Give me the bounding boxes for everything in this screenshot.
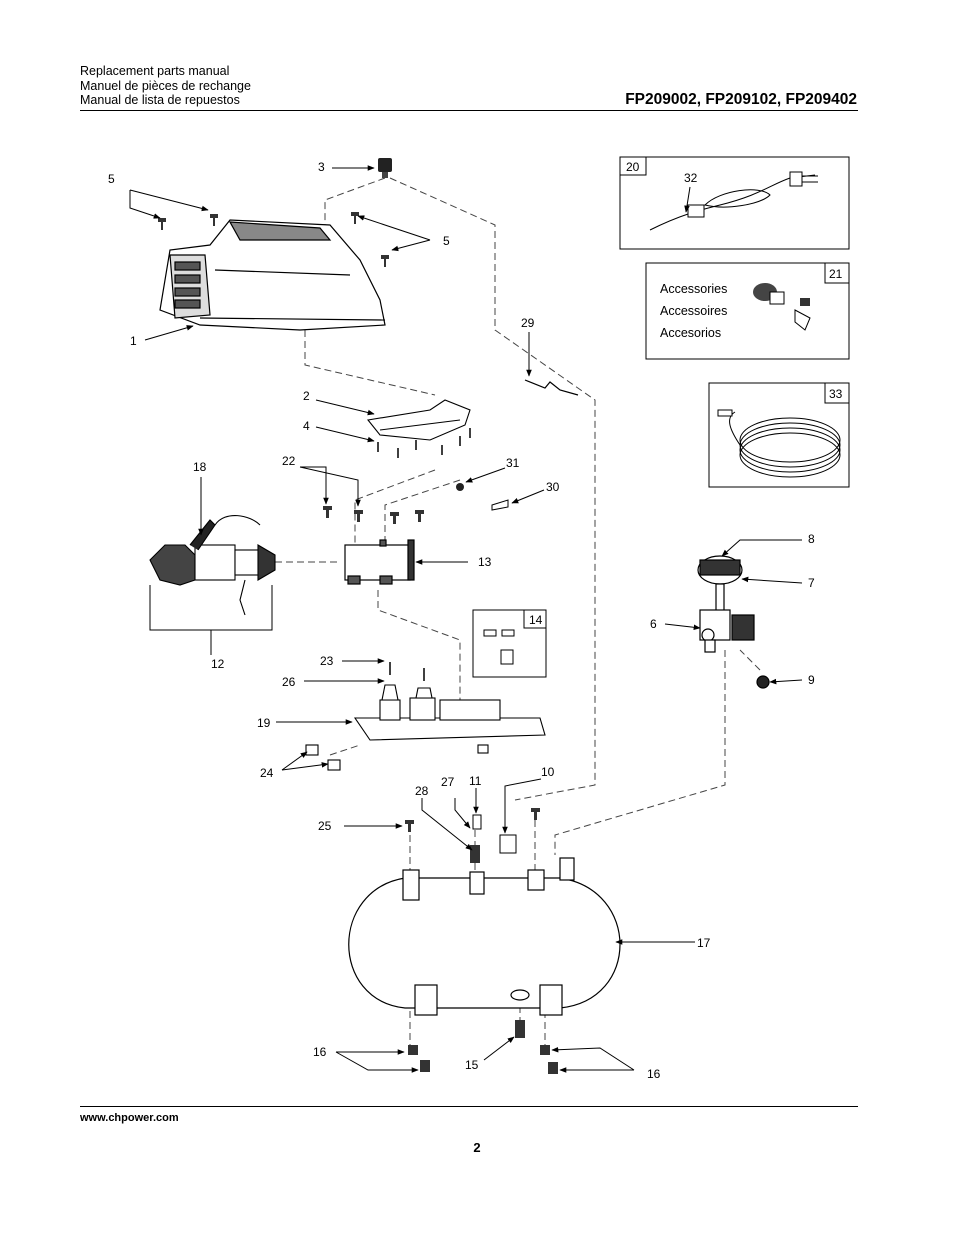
part21-box xyxy=(645,262,850,360)
callout-13: 13 xyxy=(478,555,492,569)
callout-28: 28 xyxy=(415,784,429,798)
callout-23: 23 xyxy=(320,654,334,668)
callout-32: 32 xyxy=(684,171,698,185)
callout-16b: 16 xyxy=(647,1067,661,1081)
accessories-fr: Accessoires xyxy=(660,304,727,318)
valve-parts xyxy=(456,483,509,511)
base-screws xyxy=(389,662,425,681)
manual-title-block: Replacement parts manual Manuel de pièce… xyxy=(80,64,251,108)
callout-3: 3 xyxy=(318,160,325,174)
callout-33: 33 xyxy=(829,387,843,401)
footer-rule xyxy=(80,1106,858,1107)
base-plate xyxy=(305,684,546,771)
callout-5b: 5 xyxy=(443,234,450,248)
gauge-valve-assembly xyxy=(697,555,770,689)
tube xyxy=(524,379,579,396)
callout-21: 21 xyxy=(829,267,843,281)
callout-16a: 16 xyxy=(313,1045,327,1059)
motor-bracket-line xyxy=(149,585,273,655)
manual-title-en: Replacement parts manual xyxy=(80,64,230,78)
cover-screws xyxy=(158,212,389,267)
accessories-es: Accesorios xyxy=(660,326,721,340)
callout-11: 11 xyxy=(469,774,482,788)
tank-fittings xyxy=(405,808,558,1074)
pump-head xyxy=(344,539,415,585)
shroud-cover xyxy=(159,219,386,331)
callout-31: 31 xyxy=(506,456,520,470)
callout-15: 15 xyxy=(465,1058,479,1072)
bracket-screws xyxy=(377,428,471,458)
leader-arrows xyxy=(129,165,803,1073)
callout-9: 9 xyxy=(808,673,815,687)
callout-17: 17 xyxy=(697,936,711,950)
callout-labels: 5 3 5 1 29 2 4 18 22 31 30 13 12 14 8 7 … xyxy=(108,160,843,1081)
part33-box xyxy=(708,382,850,488)
callout-2: 2 xyxy=(303,389,310,403)
switch xyxy=(378,158,392,178)
callout-7: 7 xyxy=(808,576,815,590)
callout-26: 26 xyxy=(282,675,296,689)
callout-27: 27 xyxy=(441,775,455,789)
head-screws xyxy=(323,506,424,524)
callout-12: 12 xyxy=(211,657,225,671)
manual-title-fr: Manuel de pièces de rechange xyxy=(80,78,251,93)
header-rule xyxy=(80,110,858,111)
accessories-en: Accessories xyxy=(660,282,727,296)
callout-14: 14 xyxy=(529,613,543,627)
callout-4: 4 xyxy=(303,419,310,433)
callout-18: 18 xyxy=(193,460,207,474)
callout-10: 10 xyxy=(541,765,555,779)
assembly-dashed-lines xyxy=(275,177,761,1050)
callout-1: 1 xyxy=(130,334,137,348)
callout-6: 6 xyxy=(650,617,657,631)
page-number: 2 xyxy=(473,1140,481,1155)
callout-19: 19 xyxy=(257,716,271,730)
part20-box xyxy=(619,156,850,250)
bracket xyxy=(366,399,471,441)
callout-24: 24 xyxy=(260,766,274,780)
model-numbers: FP209002, FP209102, FP209402 xyxy=(625,91,857,108)
callout-30: 30 xyxy=(546,480,560,494)
callout-8: 8 xyxy=(808,532,815,546)
motor-assembly xyxy=(149,515,276,616)
air-tank xyxy=(348,857,621,1016)
manual-title-es: Manual de lista de repuestos xyxy=(80,93,240,107)
part14-box xyxy=(472,609,547,678)
accessories-labels: Accessories Accessoires Accesorios xyxy=(660,282,727,340)
callout-29: 29 xyxy=(521,316,535,330)
callout-20: 20 xyxy=(626,160,640,174)
footer-url: www.chpower.com xyxy=(80,1112,179,1124)
callout-22: 22 xyxy=(282,454,296,468)
callout-5a: 5 xyxy=(108,172,115,186)
callout-25: 25 xyxy=(318,819,332,833)
